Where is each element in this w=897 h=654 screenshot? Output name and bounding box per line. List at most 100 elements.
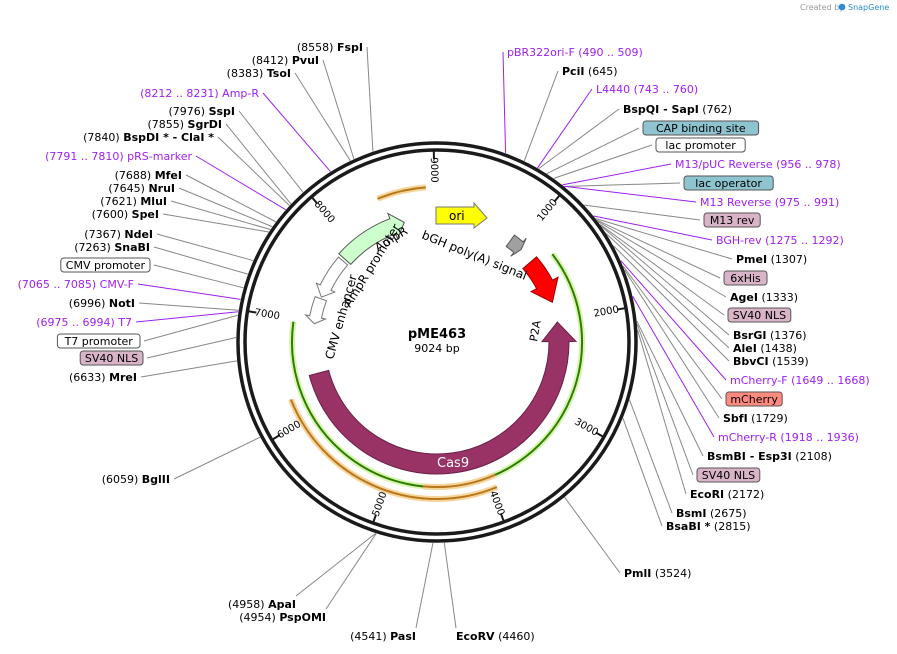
backbone-inner — [243, 148, 631, 536]
enzyme-name: EcoRV — [456, 630, 495, 643]
primer-label-mcherry-f[interactable]: mCherry-F (1649 .. 1668) — [730, 374, 870, 387]
enzyme-name: BsaBI * — [666, 520, 711, 533]
enzyme-label-nrui[interactable]: (7645) NruI — [108, 182, 175, 195]
enzyme-label-snabi[interactable]: (7263) SnaBI — [74, 241, 150, 254]
enzyme-label-pspomi[interactable]: (4954) PspOMI — [239, 611, 326, 624]
feature-box-label[interactable]: SV40 NLS — [702, 469, 755, 482]
primer-label-bgh-rev[interactable]: BGH-rev (1275 .. 1292) — [716, 234, 844, 247]
enzyme-name: SgrDI — [188, 118, 222, 131]
tick-line — [372, 514, 377, 524]
feature-box-label[interactable]: CAP binding site — [656, 122, 746, 135]
enzyme-label-spei[interactable]: (7600) SpeI — [92, 208, 159, 221]
enzyme-label-pcii[interactable]: PciI (645) — [562, 65, 618, 78]
enzyme-label-mrei[interactable]: (6633) MreI — [69, 371, 137, 384]
feature-layer — [288, 184, 585, 502]
feature-box-label[interactable]: SV40 NLS — [85, 352, 138, 365]
bgh-polya-feature[interactable] — [505, 234, 527, 257]
cmv-enhancer-feature[interactable] — [304, 295, 328, 325]
enzyme-label-ecori[interactable]: EcoRI (2172) — [690, 488, 764, 501]
enzyme-label-ecorv[interactable]: EcoRV (4460) — [456, 630, 535, 643]
callout-line — [564, 496, 621, 574]
enzyme-position: (1376) — [766, 329, 806, 342]
feature-box — [727, 307, 792, 323]
tick-line — [499, 513, 505, 523]
enzyme-label-bglii[interactable]: (6059) BglII — [102, 473, 170, 486]
feature-box-label[interactable]: mCherry — [730, 393, 778, 406]
primer-label-amp-r[interactable]: (8212 .. 8231) Amp-R — [140, 87, 259, 100]
feature-box-label[interactable]: lac operator — [695, 177, 762, 190]
enzyme-name: SnaBI — [114, 241, 150, 254]
enzyme-label-pasi[interactable]: (4541) PasI — [350, 630, 416, 643]
feature-box-label[interactable]: lac promoter — [665, 139, 736, 152]
feature-box-label[interactable]: 6xHis — [730, 272, 761, 285]
callout-line — [178, 187, 273, 228]
enzyme-label-pmei[interactable]: PmeI (1307) — [736, 253, 807, 266]
enzyme-position: (7621) — [100, 195, 140, 208]
enzyme-label-ndei[interactable]: (7367) NdeI — [84, 228, 153, 241]
enzyme-label-apai[interactable]: (4958) ApaI — [228, 598, 296, 611]
tick-label: 3000 — [572, 417, 600, 439]
feature-box — [60, 257, 151, 273]
enzyme-label-bsrgi[interactable]: BsrGI (1376) — [733, 329, 807, 342]
enzyme-label-tsoi[interactable]: (8383) TsoI — [227, 67, 291, 80]
primer-label-prs-marker[interactable]: (7791 .. 7810) pRS-marker — [45, 150, 192, 163]
ampr-feature[interactable] — [338, 212, 405, 266]
callout-line — [564, 182, 681, 187]
enzyme-label-bsabi[interactable]: BsaBI * (2815) — [666, 520, 751, 533]
feature-box-label[interactable]: SV40 NLS — [733, 309, 786, 322]
enzyme-position: (4460) — [495, 630, 535, 643]
enzyme-label-bsmi[interactable]: BsmI (2675) — [676, 507, 747, 520]
primer-label-cmv-f[interactable]: (7065 .. 7085) CMV-F — [18, 278, 134, 291]
primer-label-pbr322ori-f[interactable]: pBR322ori-F (490 .. 509) — [507, 46, 643, 59]
enzyme-label-mlui[interactable]: (7621) MluI — [100, 195, 167, 208]
callout-line — [262, 92, 331, 172]
callout-line — [599, 224, 725, 316]
primer-label-l4440[interactable]: L4440 (743 .. 760) — [596, 83, 698, 96]
enzyme-name: FspI — [337, 41, 363, 54]
primer-label-m13-puc-reverse[interactable]: M13/pUC Reverse (956 .. 978) — [675, 158, 841, 171]
enzyme-label-fspi[interactable]: (8558) FspI — [297, 41, 363, 54]
enzyme-name: NotI — [109, 297, 135, 310]
enzyme-label-sbfi[interactable]: SbfI (1729) — [723, 412, 788, 425]
enzyme-label-alei[interactable]: AleI (1438) — [733, 342, 797, 355]
enzyme-label-bspqi[interactable]: BspQI - SapI (762) — [623, 103, 732, 116]
enzyme-name: PciI — [562, 65, 584, 78]
enzyme-label-sspi[interactable]: (7976) SspI — [168, 105, 235, 118]
enzyme-label-pmli[interactable]: PmlI (3524) — [624, 567, 691, 580]
enzyme-name: PspOMI — [279, 611, 326, 624]
enzyme-position: (6996) — [69, 297, 109, 310]
feature-box-label[interactable]: M13 rev — [710, 214, 755, 227]
callout-line — [173, 436, 261, 480]
enzyme-name: TsoI — [267, 67, 291, 80]
ori-feature[interactable] — [435, 201, 488, 230]
enzyme-name: BspDI * - ClaI * — [123, 131, 214, 144]
enzyme-label-mfei[interactable]: (7688) MfeI — [115, 169, 182, 182]
ampr-promoter-feature[interactable] — [315, 256, 349, 298]
primer-label-mcherry-r[interactable]: mCherry-R (1918 .. 1936) — [718, 431, 859, 444]
callout-line — [225, 123, 292, 205]
ori-label: ori — [449, 209, 465, 223]
callout-line — [597, 221, 727, 298]
cas9-feature[interactable] — [308, 321, 578, 475]
primer-label-m13-reverse[interactable]: M13 Reverse (975 .. 991) — [700, 196, 839, 209]
enzyme-name: BsmBI - Esp3I — [707, 450, 792, 463]
enzyme-label-agei[interactable]: AgeI (1333) — [730, 291, 798, 304]
enzyme-label-sgrdi[interactable]: (7855) SgrDI — [147, 118, 222, 131]
enzyme-name: BsrGI — [733, 329, 766, 342]
enzyme-label-pvui[interactable]: (8412) PvuI — [252, 54, 319, 67]
callout-line — [195, 155, 286, 211]
enzyme-position: (645) — [584, 65, 617, 78]
enzyme-name: NruI — [148, 182, 175, 195]
enzyme-label-noti[interactable]: (6996) NotI — [69, 297, 135, 310]
primer-label-t7[interactable]: (6975 .. 6994) T7 — [36, 316, 132, 329]
enzyme-name: BsmI — [676, 507, 707, 520]
tick-line — [553, 194, 561, 203]
callout-line — [153, 264, 244, 289]
enzyme-label-bbvci[interactable]: BbvCI (1539) — [733, 355, 809, 368]
enzyme-label-bspdi[interactable]: (7840) BspDI * - ClaI * — [83, 131, 214, 144]
enzyme-label-bsmbi[interactable]: BsmBI - Esp3I (2108) — [707, 450, 832, 463]
callout-line — [636, 321, 704, 457]
feature-box-label[interactable]: CMV promoter — [66, 259, 146, 272]
p2a-feature[interactable] — [522, 256, 559, 304]
feature-box-label[interactable]: T7 promoter — [64, 335, 134, 348]
